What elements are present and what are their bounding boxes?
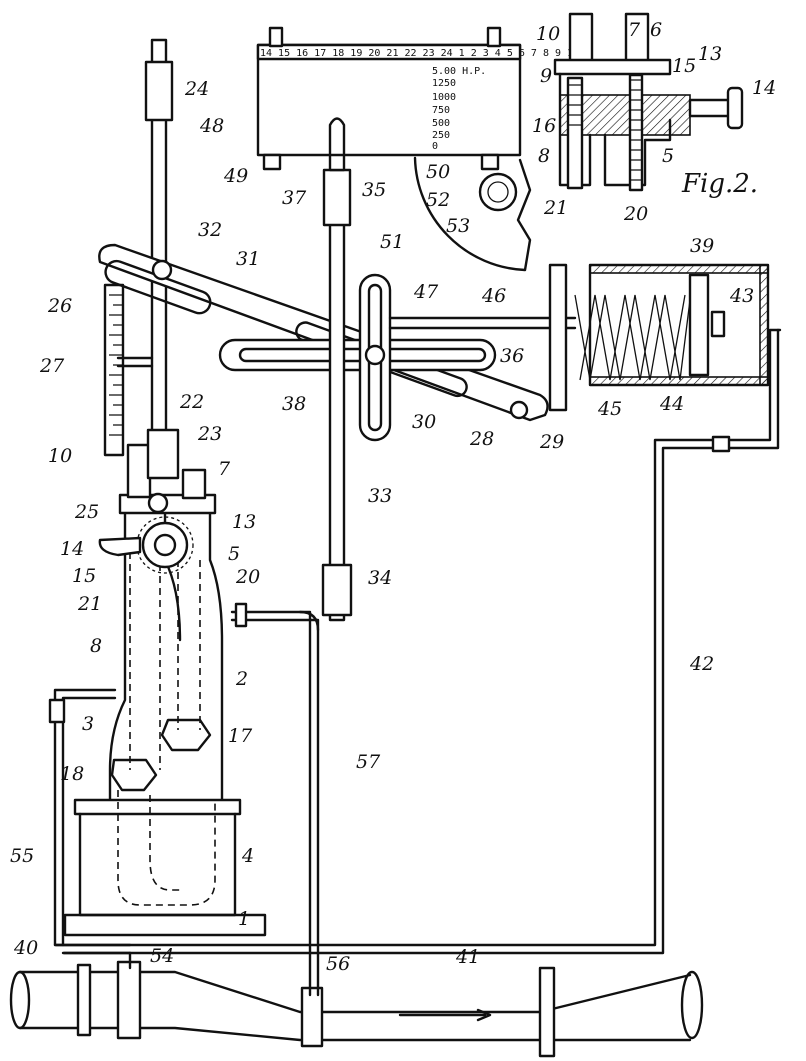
label-15: 15 [72,565,96,587]
fig2-label-9: 9 [540,65,552,87]
float-18 [110,758,158,792]
label-38: 38 [282,393,306,415]
fig2-label-7: 7 [628,19,641,41]
label-22: 22 [179,391,204,413]
pressure-pipes [48,328,782,997]
label-26: 26 [47,295,72,317]
label-51: 51 [380,231,404,253]
venturi-pipe [9,960,704,1058]
label-39: 39 [690,235,714,257]
fig2-label-21: 21 [543,197,568,219]
label-54: 54 [150,945,174,967]
label-56: 56 [326,953,350,975]
reference-labels: 1 2 3 4 5 7 8 10 13 14 15 17 18 20 21 22… [10,19,776,975]
fig2-detail [553,12,744,192]
label-52: 52 [426,189,450,211]
label-18: 18 [60,763,84,785]
label-2: 2 [235,668,248,690]
label-45: 45 [597,398,622,420]
label-1: 1 [238,908,250,930]
fig2-label-5: 5 [662,145,674,167]
figure-label: Fig.2. [681,169,758,199]
label-41: 41 [455,946,480,968]
label-14: 14 [60,538,84,560]
hp-value: 1000 [432,92,456,103]
fig2-label-13: 13 [698,43,722,65]
chart-top-numbers: 14 15 16 17 18 19 20 21 22 23 24 1 2 3 4… [260,48,579,59]
hp-value: 500 [432,118,450,129]
fig2-label-6: 6 [650,19,662,41]
label-5: 5 [228,543,240,565]
label-4: 4 [241,845,254,867]
label-47: 47 [413,281,439,303]
label-53: 53 [446,215,470,237]
label-28: 28 [469,428,494,450]
label-30: 30 [412,411,436,433]
label-33: 33 [368,485,392,507]
indicator-rod [103,38,180,480]
fig2-label-15: 15 [672,55,696,77]
label-31: 31 [236,248,260,270]
label-7: 7 [218,458,231,480]
label-32: 32 [198,219,222,241]
fig2-label-14: 14 [752,77,776,99]
label-48: 48 [199,115,224,137]
label-8: 8 [90,635,102,657]
label-42: 42 [689,653,714,675]
spring-cylinder [548,263,770,412]
label-36: 36 [500,345,524,367]
label-3: 3 [82,713,94,735]
label-46: 46 [481,285,506,307]
hp-value: 5.00 H.P. [432,66,486,77]
label-35: 35 [362,179,386,201]
fig2-label-8: 8 [538,145,550,167]
label-24: 24 [184,78,209,100]
float-17 [160,718,212,752]
meter-housing [63,443,267,937]
label-40: 40 [13,937,38,959]
lever-linkage [98,117,577,622]
label-23: 23 [197,423,222,445]
gear-13 [141,521,189,569]
gear-25 [147,492,169,514]
label-29: 29 [539,431,564,453]
label-50: 50 [426,161,450,183]
knob-14 [98,536,142,557]
label-17: 17 [228,725,253,747]
label-57: 57 [356,751,381,773]
hp-value: 0 [432,141,438,152]
label-27: 27 [39,355,65,377]
fig2-label-16: 16 [532,115,556,137]
label-49: 49 [223,165,248,187]
label-34: 34 [368,567,392,589]
label-37: 37 [282,187,307,209]
label-25: 25 [74,501,99,523]
label-20: 20 [235,566,260,588]
label-13: 13 [232,511,256,533]
fig2-label-10: 10 [536,23,560,45]
label-10: 10 [48,445,72,467]
label-55: 55 [10,845,34,867]
fig2-label-20: 20 [623,203,648,225]
hp-value: 750 [432,105,450,116]
recording-chart: 14 15 16 17 18 19 20 21 22 23 24 1 2 3 4… [256,26,579,272]
hp-value: 1250 [432,78,456,89]
scale-26 [103,283,125,457]
label-21: 21 [77,593,102,615]
label-43: 43 [729,285,754,307]
label-44: 44 [659,393,684,415]
hp-value: 250 [432,130,450,141]
